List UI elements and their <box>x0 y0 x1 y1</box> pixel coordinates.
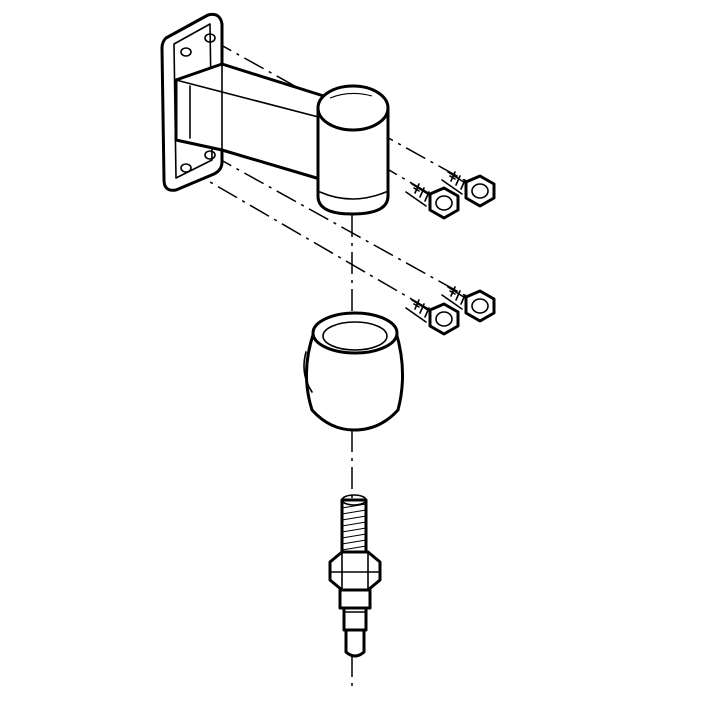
flange-screw <box>441 286 496 323</box>
mounting-hole <box>204 33 216 43</box>
wall-mount-bracket <box>160 12 390 216</box>
mounting-hole <box>204 150 216 160</box>
barrel-sleeve <box>303 311 405 432</box>
flange-screw <box>441 171 496 208</box>
flange-screw <box>405 299 460 336</box>
mounting-hole <box>180 47 192 57</box>
flange-screw <box>405 183 460 220</box>
threaded-stem-with-nut <box>328 494 382 658</box>
mounting-hole <box>180 163 192 173</box>
